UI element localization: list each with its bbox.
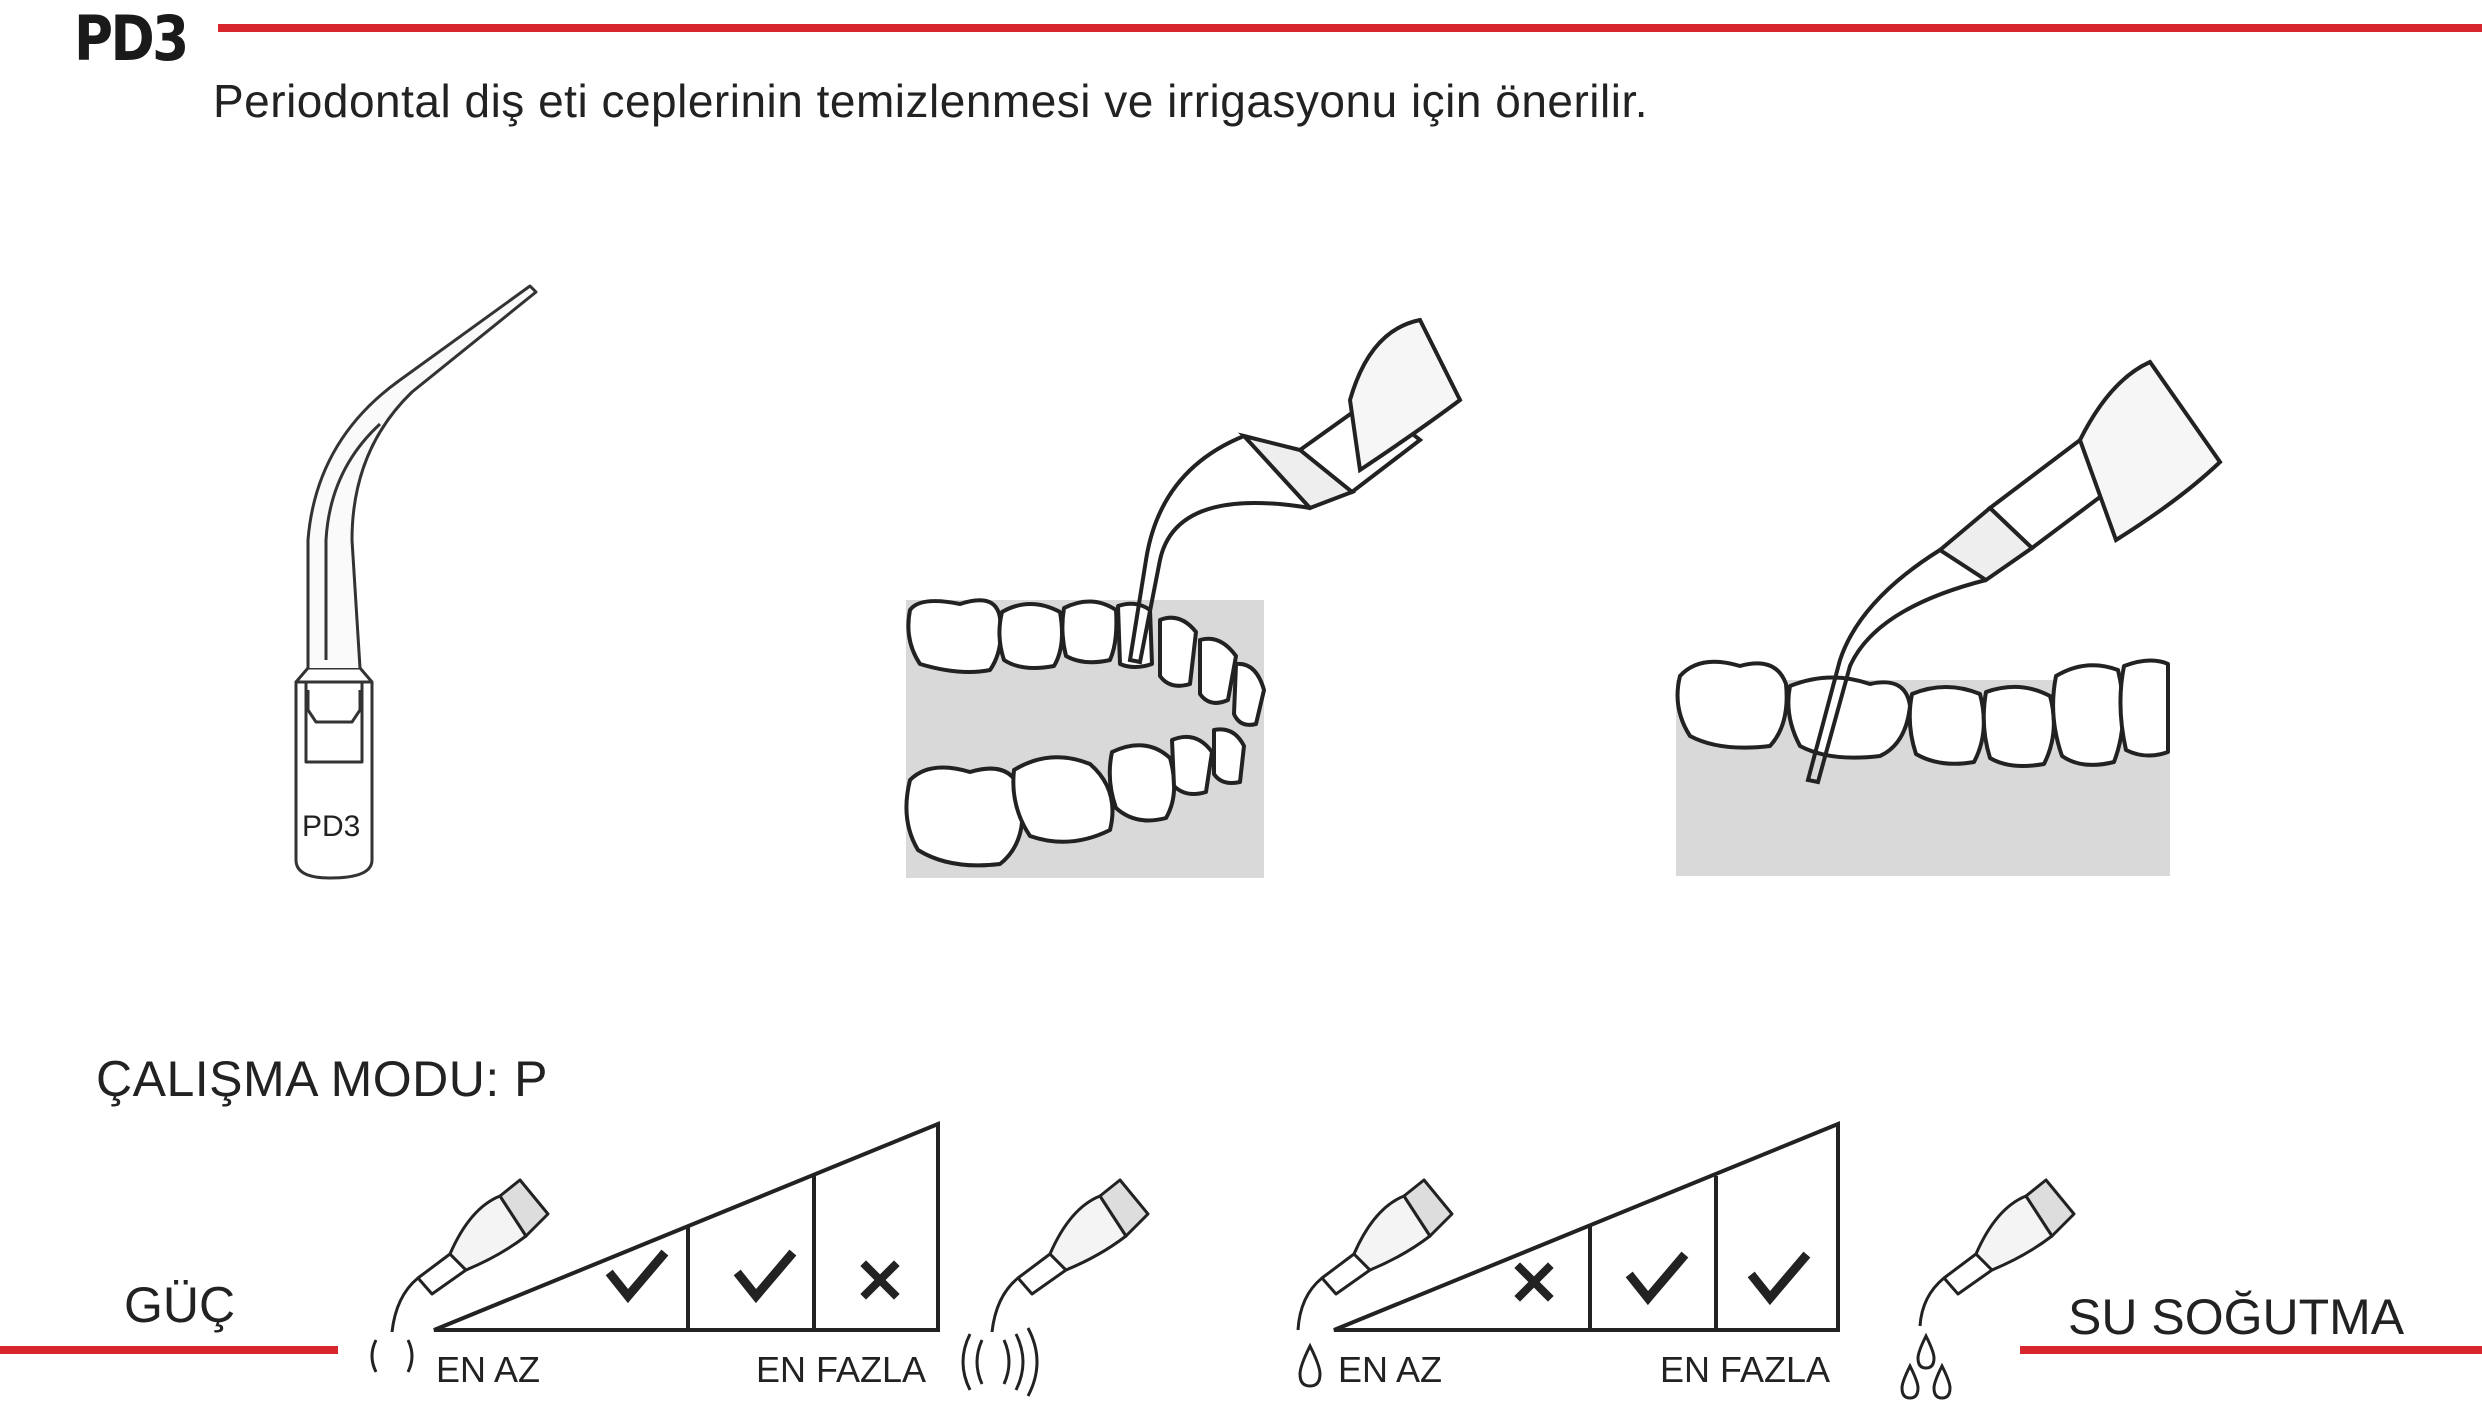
- page-title: PD3: [74, 2, 189, 75]
- water-cooling-label: SU SOĞUTMA: [2068, 1289, 2405, 1345]
- working-mode-label: ÇALIŞMA MODU: P: [96, 1051, 549, 1107]
- power-level-cross-icon: [860, 1260, 900, 1300]
- water-level-check-icon: [1625, 1251, 1689, 1306]
- triple-drop-icon: [1900, 1332, 1952, 1400]
- low-vibration-icon: [370, 1339, 414, 1373]
- water-level-check-icon: [1747, 1251, 1811, 1306]
- power-min-label: EN AZ: [436, 1349, 541, 1390]
- page-subtitle: Periodontal diş eti ceplerinin temizlenm…: [213, 75, 1649, 127]
- power-label: GÜÇ: [124, 1277, 236, 1333]
- water-min-label: EN AZ: [1338, 1349, 1443, 1390]
- water-scale-wedge: [1333, 1121, 1840, 1332]
- power-level-check-icon: [733, 1249, 797, 1304]
- power-level-check-icon: [605, 1249, 669, 1304]
- single-drop-icon: [1298, 1342, 1322, 1388]
- water-level-cross-icon: [1514, 1262, 1554, 1302]
- water-cooling-rule: [2020, 1346, 2482, 1354]
- power-max-label: EN FAZLA: [756, 1349, 927, 1390]
- power-rule: [0, 1346, 338, 1354]
- title-rule: [218, 24, 2482, 32]
- high-vibration-icon: [961, 1327, 1039, 1397]
- water-max-label: EN FAZLA: [1660, 1349, 1831, 1390]
- tip-engraving: PD3: [302, 810, 360, 843]
